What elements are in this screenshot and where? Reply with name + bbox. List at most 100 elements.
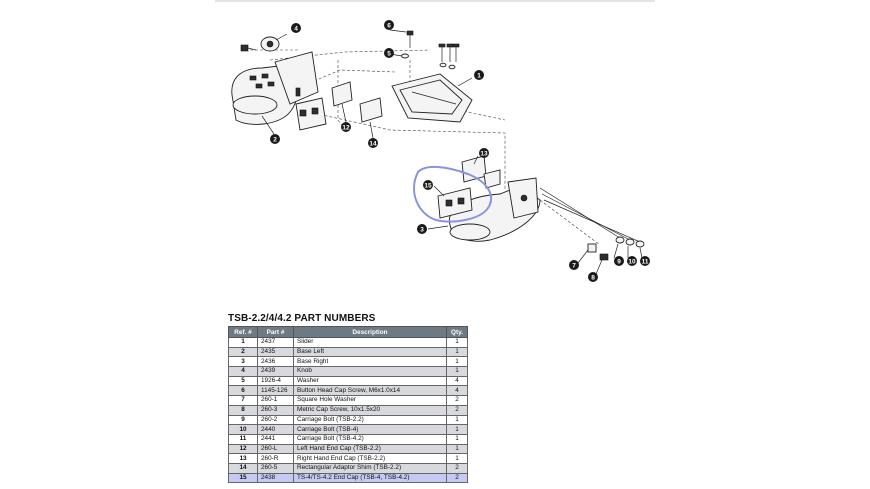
callout-1: 1 — [474, 70, 484, 80]
ref-cell: 13 — [228, 453, 258, 464]
svg-text:11: 11 — [642, 259, 649, 266]
pn-cell: 260-3 — [257, 404, 294, 416]
svg-text:7: 7 — [572, 263, 576, 270]
callout-4: 4 — [291, 23, 301, 33]
ref-cell: 3 — [228, 356, 258, 368]
callout-2: 2 — [270, 134, 280, 144]
callout-10: 10 — [627, 256, 637, 266]
leader-lines — [261, 29, 643, 275]
ref-cell: 7 — [228, 395, 258, 406]
desc-cell: Button Head Cap Screw, M6x1.0x14 — [293, 385, 447, 397]
pn-cell: 2440 — [257, 424, 294, 435]
desc-cell: Base Right — [293, 356, 447, 368]
callout-11: 11 — [640, 256, 650, 266]
qty-cell: 1 — [446, 424, 468, 435]
qty-cell: 1 — [446, 366, 468, 377]
svg-text:10: 10 — [628, 259, 636, 266]
col-header-part: Part # — [257, 326, 294, 338]
svg-text:9: 9 — [617, 259, 621, 266]
top-divider — [215, 0, 655, 2]
col-header-description: Description — [293, 326, 447, 338]
pn-cell: 2437 — [257, 337, 294, 348]
ref-cell: 15 — [228, 472, 258, 484]
desc-cell: Left Hand End Cap (TSB-2.2) — [293, 443, 447, 455]
qty-cell: 1 — [446, 433, 468, 445]
ref-cell: 11 — [228, 433, 258, 445]
qty-cell: 2 — [446, 404, 468, 416]
ref-cell: 9 — [228, 414, 258, 426]
pn-cell: 260-R — [257, 453, 294, 464]
table-header-row: Ref. # Part # Description Qty. — [228, 326, 468, 338]
screws-and-washers — [401, 30, 460, 70]
col-header-ref: Ref. # — [228, 326, 258, 338]
svg-text:3: 3 — [420, 227, 424, 234]
callout-9: 9 — [614, 256, 624, 266]
carriage-bolts — [539, 187, 645, 248]
desc-cell: Carriage Bolt (TSB-4.2) — [293, 433, 447, 445]
desc-cell: Washer — [293, 375, 447, 387]
callout-14: 14 — [368, 138, 378, 148]
pn-cell: 2436 — [257, 356, 294, 368]
callout-5: 5 — [384, 48, 394, 58]
knob-part — [260, 36, 280, 52]
pn-cell: 260-5 — [257, 462, 294, 474]
base-left-part — [231, 51, 319, 125]
qty-cell: 2 — [446, 472, 468, 484]
pn-cell: 1926-4 — [257, 375, 294, 387]
pn-cell: 2438 — [257, 472, 294, 484]
ref-cell: 12 — [228, 443, 258, 455]
desc-cell: Rectangular Adaptor Shim (TSB-2.2) — [293, 462, 447, 474]
desc-cell: Square Hole Washer — [293, 395, 447, 406]
shim-14-part — [359, 97, 383, 123]
qty-cell: 2 — [446, 462, 468, 474]
qty-cell: 4 — [446, 385, 468, 397]
desc-cell: TS-4/TS-4.2 End Cap (TSB-4, TSB-4.2) — [293, 472, 447, 484]
end-cap-15-part — [437, 187, 473, 219]
ref-cell: 5 — [228, 375, 258, 387]
svg-text:8: 8 — [591, 275, 595, 282]
svg-text:14: 14 — [369, 141, 377, 148]
pn-cell: 2435 — [257, 346, 294, 358]
pn-cell: 2441 — [257, 433, 294, 445]
desc-cell: Carriage Bolt (TSB-4) — [293, 424, 447, 435]
svg-text:12: 12 — [342, 125, 350, 132]
washer-and-screw — [587, 243, 609, 261]
desc-cell: Right Hand End Cap (TSB-2.2) — [293, 453, 447, 464]
pn-cell: 260-2 — [257, 414, 294, 426]
pn-cell: 2439 — [257, 366, 294, 377]
exploded-parts-diagram: 1 2 3 4 5 6 7 8 9 10 11 12 13 14 15 — [231, 20, 650, 282]
pn-cell: 260-1 — [257, 395, 294, 406]
svg-text:5: 5 — [387, 51, 391, 58]
screw-small-part — [240, 44, 257, 52]
callout-8: 8 — [588, 272, 598, 282]
qty-cell: 1 — [446, 443, 468, 455]
base-right-part — [448, 177, 541, 242]
svg-text:4: 4 — [294, 26, 298, 33]
svg-text:15: 15 — [424, 183, 432, 190]
qty-cell: 1 — [446, 346, 468, 358]
ref-cell: 6 — [228, 385, 258, 397]
ref-cell: 8 — [228, 404, 258, 416]
ref-cell: 2 — [228, 346, 258, 358]
pn-cell: 1145-126 — [257, 385, 294, 397]
callout-3: 3 — [417, 224, 427, 234]
qty-cell: 4 — [446, 375, 468, 387]
qty-cell: 1 — [446, 453, 468, 464]
table-title: TSB-2.2/4/4.2 PART NUMBERS — [228, 313, 376, 324]
qty-cell: 2 — [446, 395, 468, 406]
svg-text:1: 1 — [477, 73, 481, 80]
qty-cell: 1 — [446, 356, 468, 368]
ref-cell: 4 — [228, 366, 258, 377]
desc-cell: Base Left — [293, 346, 447, 358]
pn-cell: 260-L — [257, 443, 294, 455]
desc-cell: Slider — [293, 337, 447, 348]
shim-12-part — [331, 81, 353, 107]
slider-part — [391, 73, 473, 123]
